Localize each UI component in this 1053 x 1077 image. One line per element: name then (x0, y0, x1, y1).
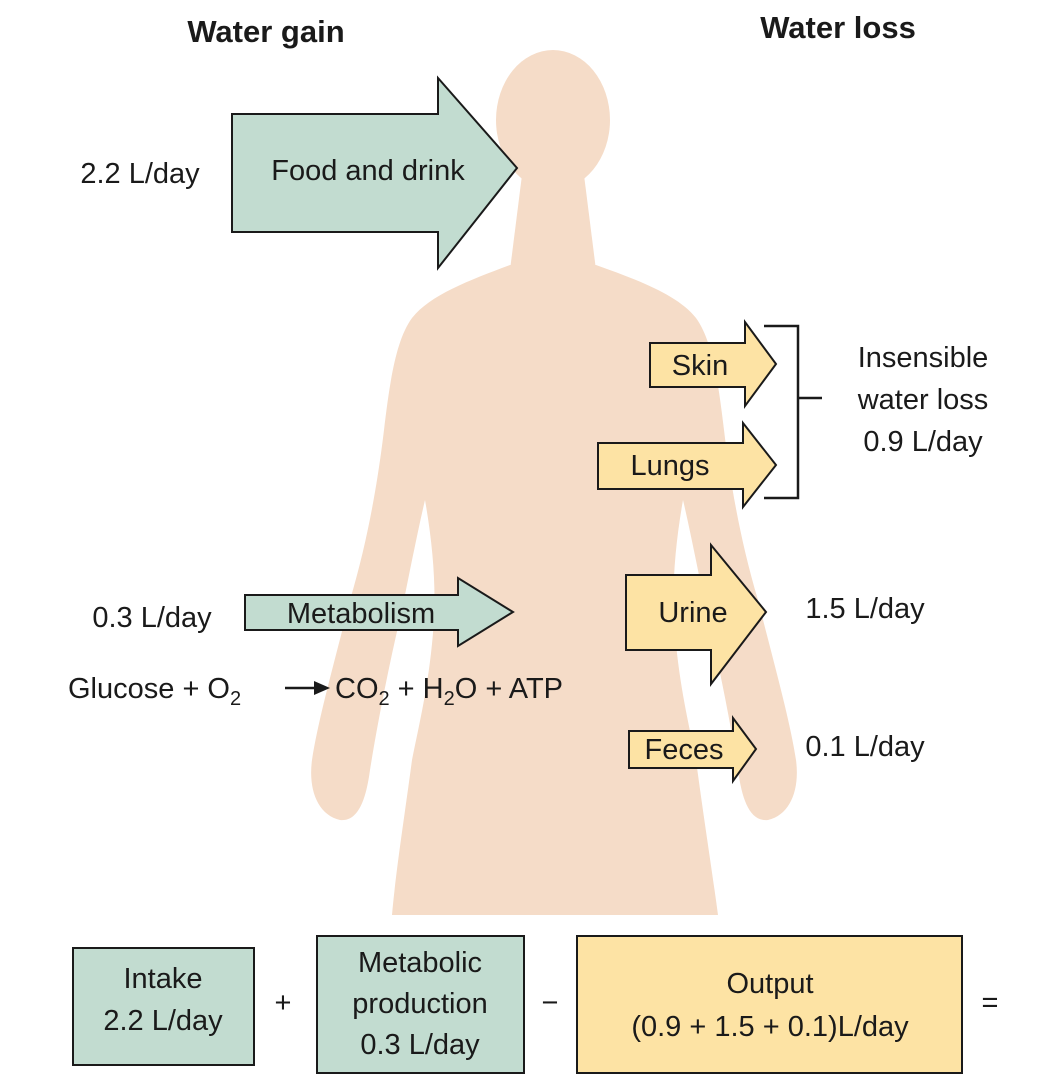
h2o-subscript: 2 (444, 688, 455, 710)
insensible-line1: Insensible (858, 342, 989, 374)
urine-amount: 1.5 L/day (805, 593, 925, 625)
metabolic-line1: Metabolic (358, 947, 482, 979)
urine-label: Urine (658, 597, 727, 629)
minus-sign: − (542, 987, 559, 1019)
feces-amount: 0.1 L/day (805, 731, 925, 763)
lungs-arrow: Lungs (597, 420, 778, 510)
equation-h2o-prefix: + H (390, 673, 444, 705)
equals-sign: = (982, 987, 999, 1019)
water-gain-header: Water gain (187, 14, 344, 49)
svg-text:Glucose + O2: Glucose + O2 (68, 673, 241, 710)
insensible-bracket (764, 324, 822, 500)
urine-arrow: Urine (625, 542, 768, 687)
food-drink-arrow: Food and drink (231, 75, 519, 271)
plus-sign: + (275, 987, 292, 1019)
intake-box: Intake 2.2 L/day (72, 947, 255, 1066)
equation-co2: CO (335, 673, 379, 705)
o2-subscript: 2 (230, 688, 241, 710)
output-box: Output (0.9 + 1.5 + 0.1)L/day (576, 935, 963, 1074)
metabolic-line2: production (352, 988, 487, 1020)
feces-arrow: Feces (628, 714, 758, 785)
intake-line1: Intake (124, 963, 203, 995)
feces-label: Feces (645, 734, 724, 766)
svg-text:CO2 + H2O + ATP: CO2 + H2O + ATP (335, 673, 563, 710)
intake-line2: 2.2 L/day (103, 1005, 223, 1037)
metabolism-amount: 0.3 L/day (92, 602, 212, 634)
output-line2: (0.9 + 1.5 + 0.1)L/day (631, 1011, 909, 1043)
lungs-label: Lungs (630, 450, 709, 482)
water-loss-header: Water loss (760, 10, 916, 45)
equation-h2o-suffix: O + ATP (455, 673, 563, 705)
co2-subscript: 2 (379, 688, 390, 710)
skin-label: Skin (672, 350, 728, 382)
metabolism-label: Metabolism (287, 598, 435, 630)
reaction-arrow-icon (285, 681, 330, 695)
insensible-loss-text: Insensible water loss 0.9 L/day (857, 342, 989, 458)
food-drink-label: Food and drink (271, 155, 465, 187)
skin-arrow: Skin (649, 318, 778, 410)
food-drink-amount: 2.2 L/day (80, 158, 200, 190)
glucose-equation: Glucose + O2 CO2 + H2O + ATP (68, 673, 563, 710)
insensible-line3: 0.9 L/day (863, 426, 983, 458)
output-line1: Output (726, 968, 813, 1000)
insensible-line2: water loss (857, 384, 989, 416)
metabolism-arrow: Metabolism (244, 576, 515, 648)
metabolic-line3: 0.3 L/day (360, 1029, 480, 1061)
metabolic-production-box: Metabolic production 0.3 L/day (316, 935, 525, 1074)
equation-glucose: Glucose + O (68, 673, 230, 705)
